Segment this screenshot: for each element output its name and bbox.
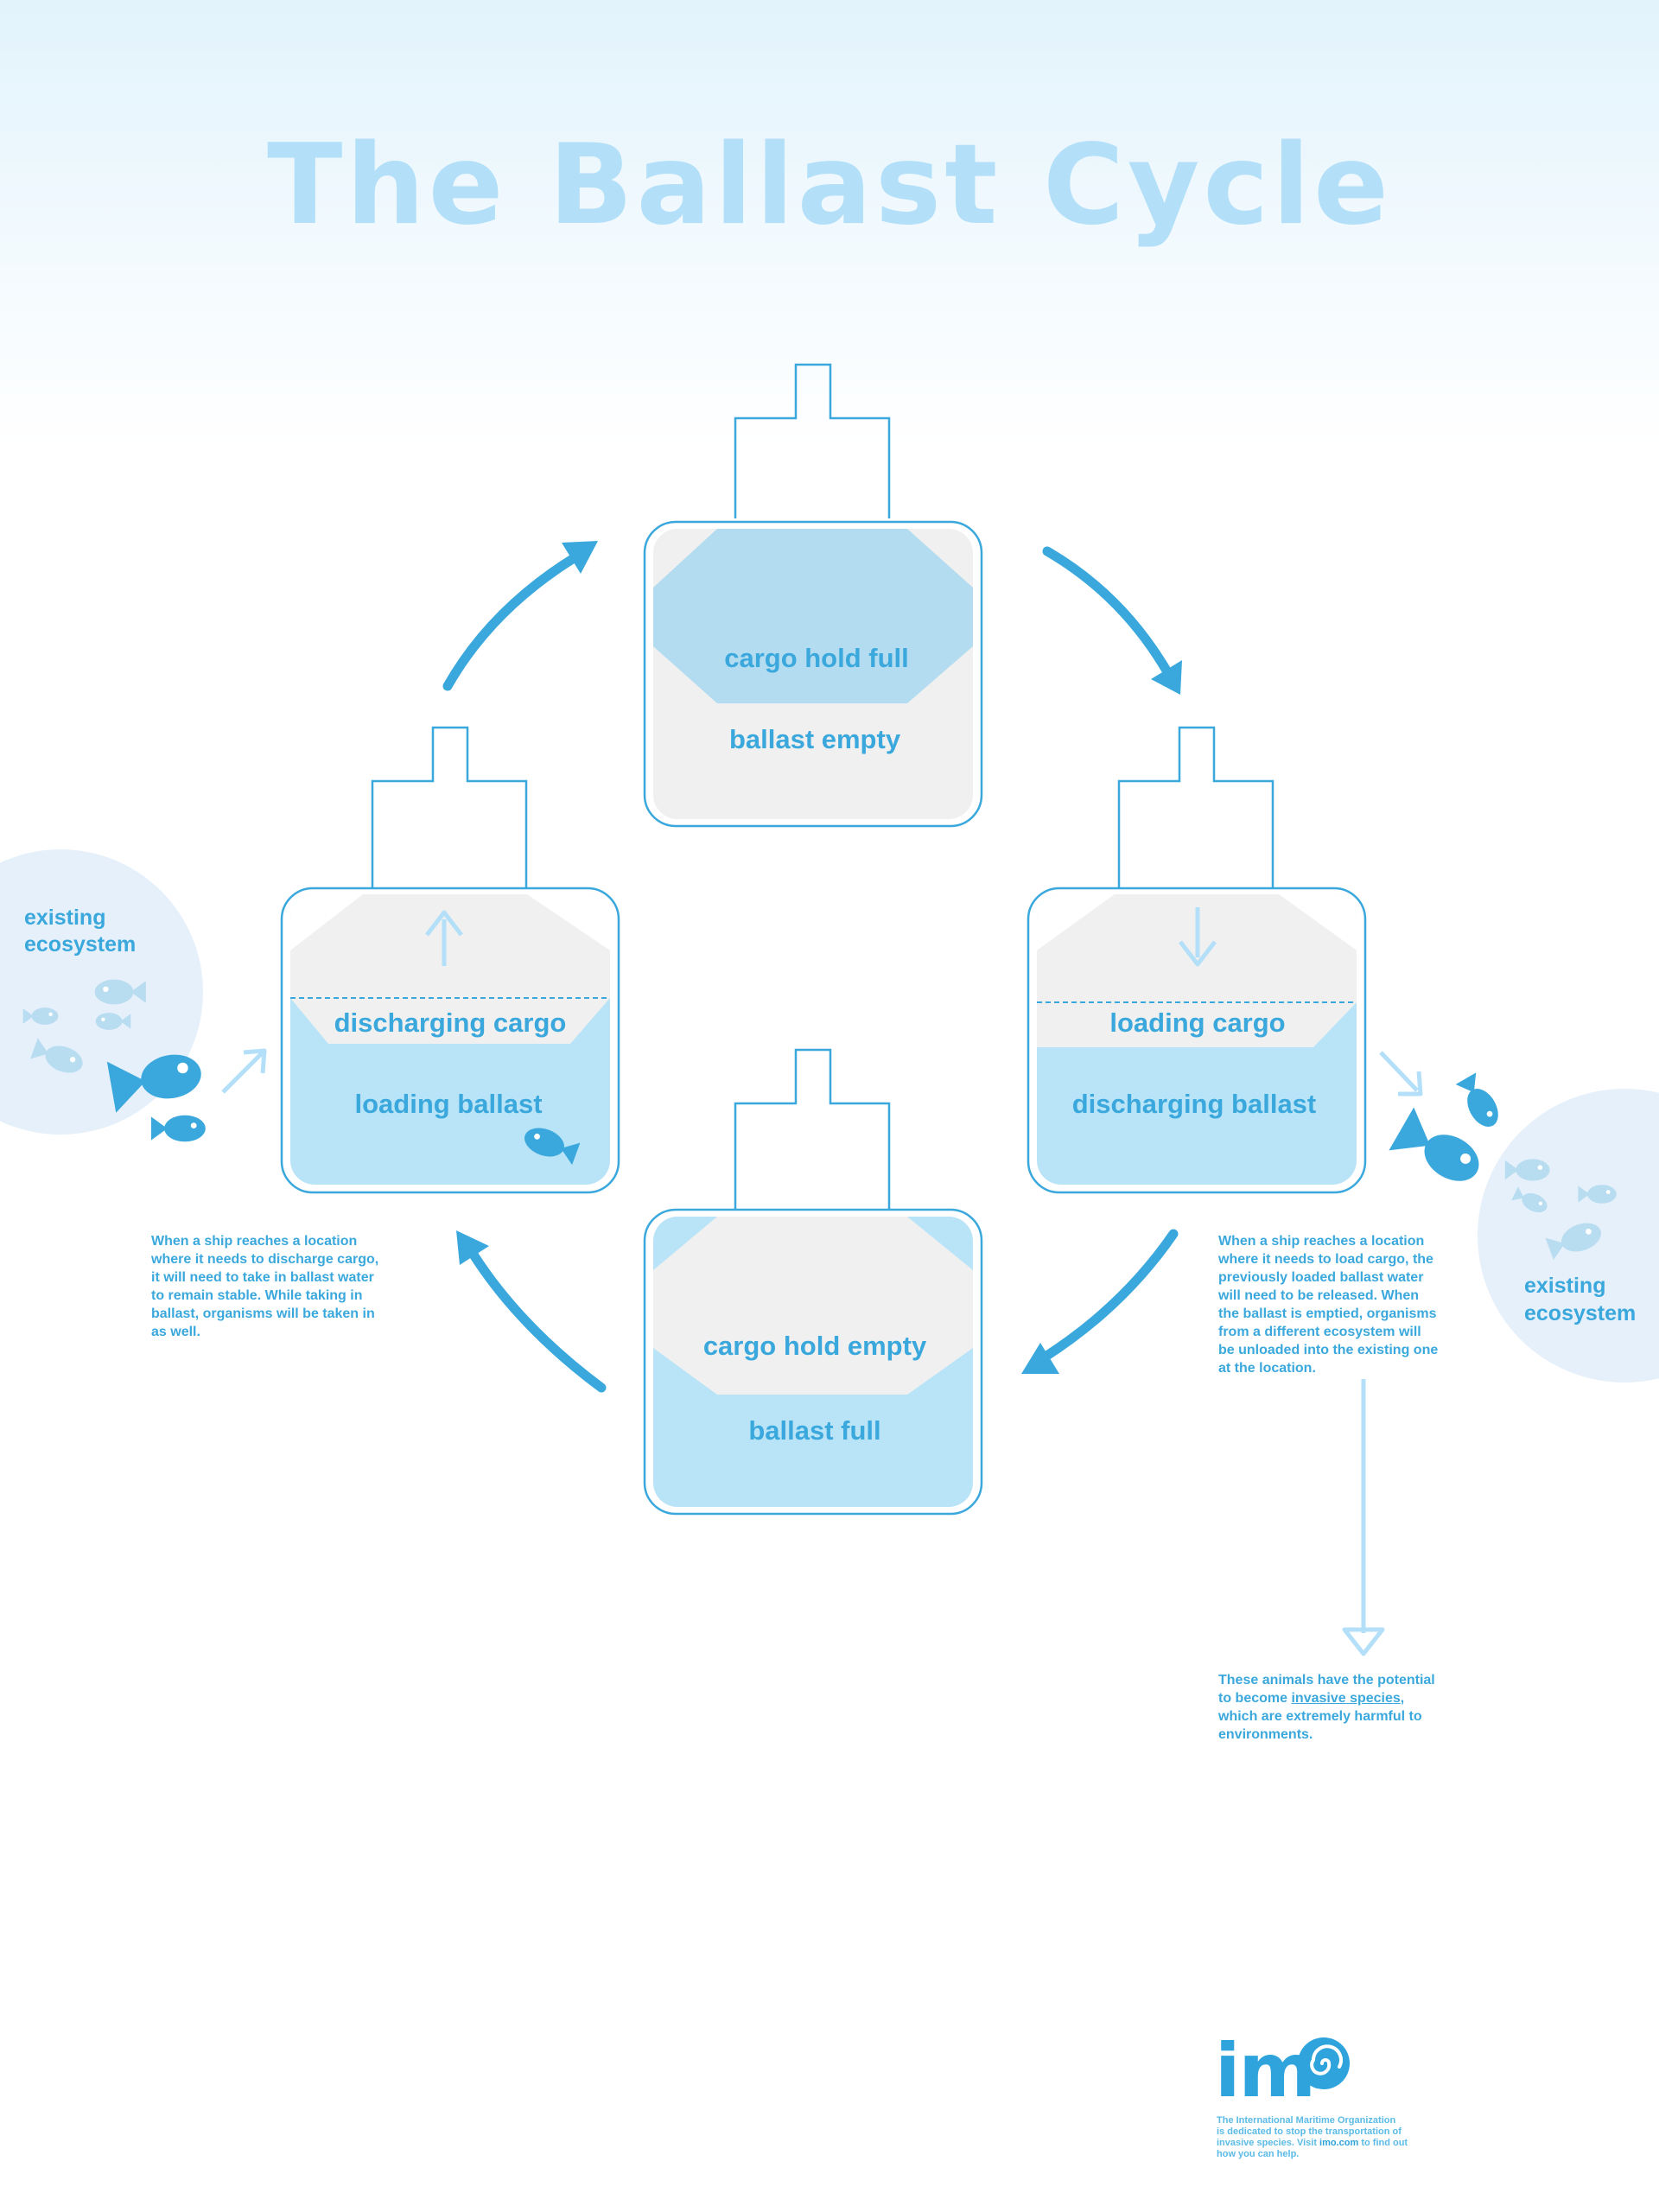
arrow-up-icon bbox=[425, 910, 463, 966]
ship-bottom-cargo-fill bbox=[653, 1217, 973, 1395]
ship-left: discharging cargo loading ballast bbox=[280, 726, 620, 1194]
note-right-line: When a ship reaches a location bbox=[1218, 1234, 1425, 1249]
fish-icon bbox=[106, 1054, 201, 1113]
note-invasive-suffix: , bbox=[1400, 1691, 1405, 1706]
fish-icon bbox=[95, 1013, 131, 1030]
ship-top-cargo-fill bbox=[653, 529, 973, 703]
arrowhead-top-right bbox=[1151, 660, 1182, 695]
imo-website-link[interactable]: imo.com bbox=[1319, 2138, 1359, 2148]
ecosystem-left-label-line2: ecosystem bbox=[24, 932, 136, 957]
fish-group-left bbox=[22, 979, 206, 1142]
ecosystem-right-label-line1: existing bbox=[1524, 1274, 1605, 1298]
note-right-line: at the location. bbox=[1218, 1361, 1316, 1376]
note-invasive-line: which are extremely harmful to bbox=[1218, 1709, 1422, 1724]
note-left-line: ballast, organisms will be taken in bbox=[151, 1306, 375, 1321]
fish-icon bbox=[94, 979, 146, 1005]
note-left: When a ship reaches a location where it … bbox=[151, 1232, 428, 1341]
ship-top: cargo hold full ballast empty bbox=[643, 363, 983, 828]
cycle-arrowheads bbox=[456, 541, 1182, 1374]
note-right-line: will need to be released. When bbox=[1218, 1288, 1420, 1303]
cycle-arrows bbox=[442, 546, 1179, 1393]
ship-left-lower-label: loading ballast bbox=[354, 1089, 542, 1119]
fish-group-right bbox=[1389, 1072, 1617, 1261]
arrowhead-bottom-left bbox=[456, 1230, 489, 1265]
fish-icon bbox=[30, 1038, 83, 1073]
note-right-line: be unloaded into the existing one bbox=[1218, 1343, 1439, 1357]
fish-in-ballast-left bbox=[524, 1128, 581, 1166]
arrow-down-icon bbox=[1179, 907, 1217, 967]
imo-logo-visible: im bbox=[1215, 2028, 1316, 2114]
ship-bottom-lower-label: ballast full bbox=[748, 1415, 880, 1446]
note-invasive-line: environments. bbox=[1218, 1727, 1313, 1742]
invasive-species-link[interactable]: invasive species bbox=[1291, 1691, 1401, 1706]
fish-icon bbox=[22, 1007, 59, 1025]
fish-icon bbox=[1389, 1107, 1479, 1181]
ship-left-superstructure bbox=[371, 726, 528, 888]
logo-caption-prefix: invasive species. Visit bbox=[1217, 2138, 1320, 2148]
logo-caption-suffix: to find out bbox=[1358, 2138, 1408, 2148]
arrow-to-invasive-note bbox=[1342, 1379, 1385, 1656]
logo-caption-line: The International Maritime Organization bbox=[1217, 2115, 1396, 2126]
arrowhead-bottom-right bbox=[1021, 1343, 1059, 1374]
note-right-line: where it needs to load cargo, the bbox=[1218, 1252, 1433, 1267]
fish-icon bbox=[1455, 1072, 1498, 1127]
logo-caption-line: invasive species. Visit imo.com to find … bbox=[1217, 2138, 1459, 2149]
note-right-line: from a different ecosystem will bbox=[1218, 1325, 1421, 1339]
arrow-out-of-ship-icon bbox=[1379, 1051, 1423, 1096]
imo-logo-text: imo bbox=[1215, 2034, 1363, 2108]
fish-icon bbox=[1578, 1185, 1617, 1204]
logo-caption-line: how you can help. bbox=[1217, 2149, 1300, 2159]
fish-icon bbox=[1504, 1159, 1550, 1181]
logo-caption: The International Maritime Organization … bbox=[1217, 2115, 1459, 2160]
note-left-line: to remain stable. While taking in bbox=[151, 1288, 363, 1303]
arrow-top-to-right bbox=[1042, 546, 1172, 676]
note-left-line: it will need to take in ballast water bbox=[151, 1270, 374, 1285]
ship-top-upper-label: cargo hold full bbox=[724, 643, 909, 673]
arrow-bottom-to-left bbox=[468, 1249, 607, 1393]
fish-icon bbox=[1545, 1223, 1601, 1261]
logo-caption-line: is dedicated to stop the transportation … bbox=[1217, 2126, 1402, 2137]
ship-bottom: cargo hold empty ballast full bbox=[643, 1048, 983, 1516]
ship-top-superstructure bbox=[734, 363, 891, 518]
ship-right-lower-label: discharging ballast bbox=[1072, 1089, 1317, 1119]
arrowhead-top-left bbox=[562, 541, 598, 574]
note-invasive-prefix: to become bbox=[1218, 1691, 1292, 1706]
ship-bottom-upper-label: cargo hold empty bbox=[703, 1331, 927, 1361]
arrow-into-ship-icon bbox=[221, 1048, 267, 1094]
note-left-line: as well. bbox=[151, 1325, 200, 1339]
note-right: When a ship reaches a location where it … bbox=[1218, 1232, 1495, 1377]
fish-icon bbox=[150, 1115, 206, 1142]
note-left-line: where it needs to discharge cargo, bbox=[151, 1252, 379, 1267]
note-invasive: These animals have the potential to beco… bbox=[1218, 1671, 1495, 1744]
fish-icon bbox=[1511, 1186, 1548, 1213]
arrow-left-to-top bbox=[442, 553, 579, 691]
ecosystem-left-label-line1: existing bbox=[24, 906, 105, 930]
note-invasive-line: to become invasive species, bbox=[1218, 1689, 1495, 1707]
ship-right-superstructure bbox=[1117, 726, 1274, 888]
ship-right-cargo-fill bbox=[1037, 894, 1357, 1047]
note-right-line: the ballast is emptied, organisms bbox=[1218, 1306, 1437, 1321]
ship-right: loading cargo discharging ballast bbox=[1027, 726, 1367, 1194]
note-invasive-line: These animals have the potential bbox=[1218, 1673, 1435, 1688]
imo-logo: imoim bbox=[1215, 2034, 1316, 2108]
ship-right-upper-label: loading cargo bbox=[1109, 1007, 1285, 1038]
note-right-line: previously loaded ballast water bbox=[1218, 1270, 1424, 1285]
ship-top-lower-label: ballast empty bbox=[729, 724, 901, 754]
ecosystem-right-label-line2: ecosystem bbox=[1524, 1301, 1636, 1325]
ship-bottom-superstructure bbox=[734, 1048, 891, 1210]
page-title: The Ballast Cycle bbox=[267, 121, 1392, 250]
ship-left-cargo-fill bbox=[290, 894, 610, 1044]
logo-spiral-icon bbox=[1298, 2037, 1350, 2089]
ship-left-upper-label: discharging cargo bbox=[334, 1007, 567, 1038]
note-left-line: When a ship reaches a location bbox=[151, 1234, 358, 1249]
arrow-right-to-bottom bbox=[1040, 1229, 1179, 1362]
